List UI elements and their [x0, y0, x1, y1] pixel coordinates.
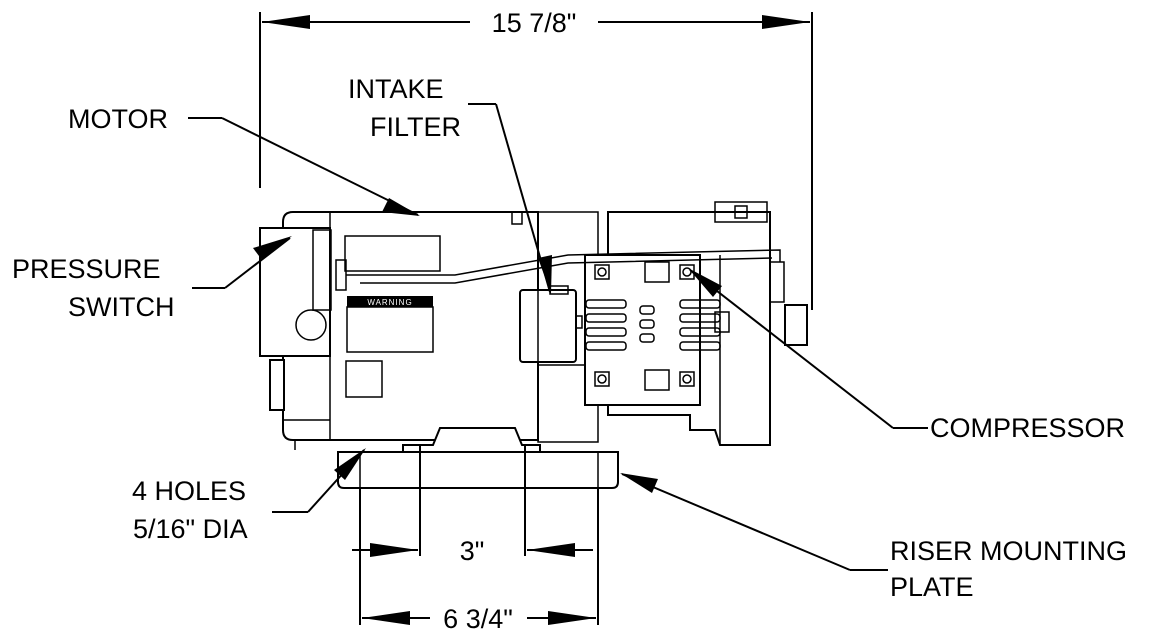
warning-sticker: WARNING	[346, 296, 434, 353]
pressure-switch-label-line1: PRESSURE	[12, 254, 161, 284]
hole-spacing-dimension: 3"	[352, 445, 593, 566]
pressure-switch-callout: PRESSURE SWITCH	[12, 236, 292, 322]
riser-plate-callout: RISER MOUNTING PLATE	[620, 473, 1127, 602]
plate-width-dimension: 6 3/4"	[359, 488, 599, 634]
hole-spacing-label: 3"	[460, 536, 485, 566]
intake-filter	[519, 285, 583, 363]
riser-mounting-plate	[337, 427, 619, 489]
pressure-switch-label-line2: SWITCH	[68, 292, 174, 322]
riser-label-line1: RISER MOUNTING	[890, 536, 1127, 566]
motor-callout: MOTOR	[68, 104, 420, 216]
compressor	[584, 201, 808, 446]
compressor-callout: COMPRESSOR	[688, 268, 1125, 443]
compressor-label: COMPRESSOR	[930, 413, 1125, 443]
warning-sticker-text: WARNING	[367, 298, 412, 307]
plate-width-label: 6 3/4"	[443, 604, 513, 634]
motor-label: MOTOR	[68, 104, 168, 134]
holes-label-line1: 4 HOLES	[132, 476, 246, 506]
intake-filter-callout: INTAKE FILTER	[348, 74, 552, 294]
air-tubing	[360, 249, 781, 276]
holes-label-line2: 5/16" DIA	[133, 514, 248, 544]
holes-callout: 4 HOLES 5/16" DIA	[132, 448, 366, 544]
overall-width-label: 15 7/8"	[492, 8, 577, 38]
intake-filter-label-line1: INTAKE	[348, 74, 444, 104]
intake-filter-label-line2: FILTER	[370, 112, 461, 142]
overall-width-dimension: 15 7/8"	[259, 8, 813, 310]
air-tubing-inner	[360, 257, 773, 284]
riser-label-line2: PLATE	[890, 572, 974, 602]
